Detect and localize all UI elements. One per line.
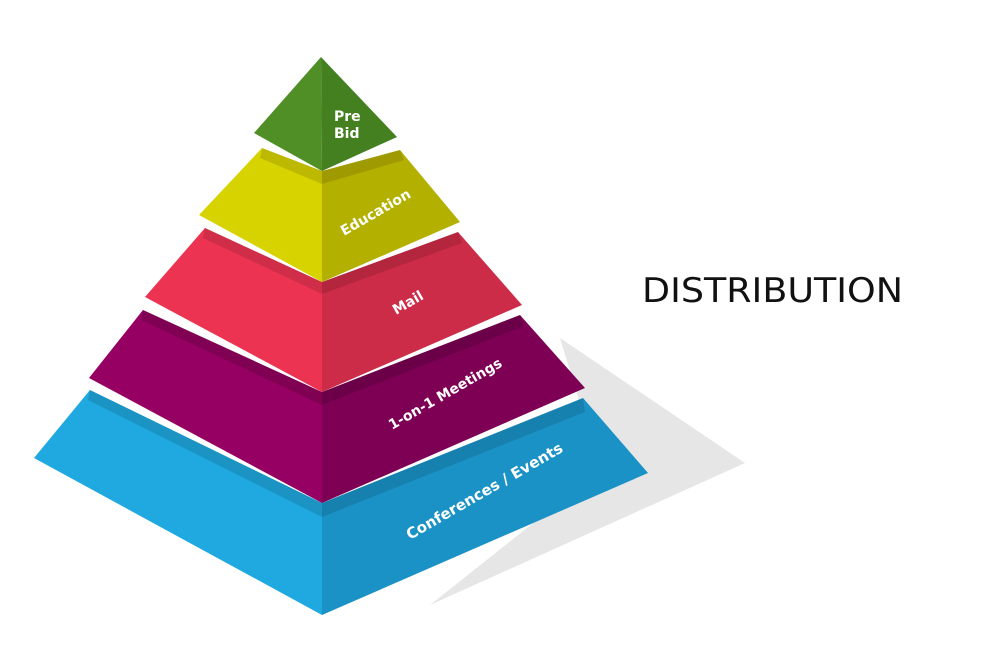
diagram-title: DISTRIBUTION xyxy=(642,271,903,311)
pyramid-shadow xyxy=(430,338,745,605)
tier-left-face xyxy=(199,148,322,282)
tier-ledge xyxy=(203,228,462,294)
tier-right-face xyxy=(322,150,460,282)
tier-left-face xyxy=(145,228,322,392)
tier-left-face xyxy=(89,310,322,503)
tier-label-line-1: Pre xyxy=(334,109,361,125)
tier-right-face xyxy=(322,398,648,615)
tier-mail: Mail xyxy=(145,228,522,392)
tier-left-face xyxy=(254,57,322,171)
tier-pre-bid: Pre Bid xyxy=(254,57,397,171)
tier-right-face xyxy=(322,315,585,503)
tier-1-on-1-meetings: 1-on-1 Meetings xyxy=(89,310,585,503)
tier-ledge xyxy=(260,148,404,184)
tier-education: Education xyxy=(199,148,460,282)
tier-left-face xyxy=(34,390,322,615)
tier-right-face xyxy=(321,57,397,171)
tier-label-line-2: Bid xyxy=(334,126,360,142)
tier-right-face xyxy=(322,232,522,392)
